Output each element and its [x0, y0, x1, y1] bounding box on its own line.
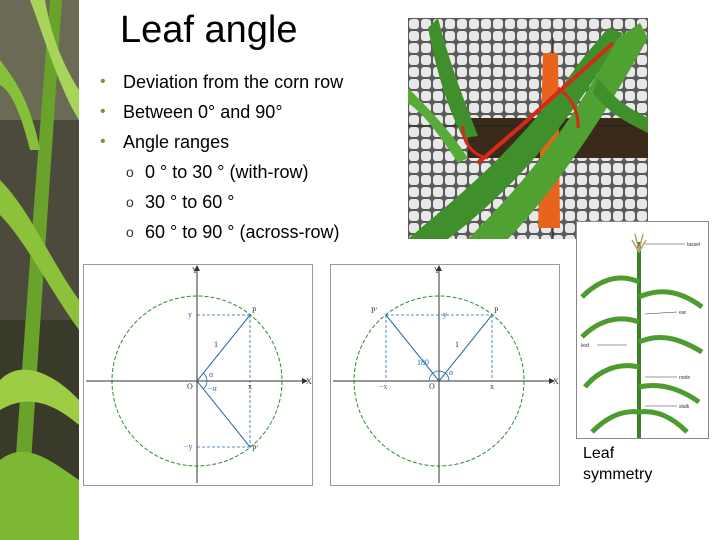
label-one: 1 — [455, 340, 459, 349]
label-origin: O — [429, 382, 435, 391]
label-p: P — [494, 306, 499, 315]
x-axis-arrow-icon — [302, 378, 308, 384]
label-origin: O — [187, 382, 193, 391]
label-p-prime: P' — [371, 306, 377, 315]
bullet-item: •Between 0° and 90° — [100, 102, 283, 122]
y-axis-arrow-icon — [194, 265, 200, 271]
photo-caption: Leaf symmetry — [583, 443, 652, 485]
unit-circle-svg-1: P P' y −y O x X Y 1 α −α — [86, 265, 312, 483]
label-x: x — [248, 382, 252, 391]
corn-plant-photo: tassel ear leaf node stalk — [576, 221, 709, 439]
plant-label-tassel: tassel — [687, 242, 700, 248]
angle-arc-neg — [202, 380, 208, 390]
label-y-axis: Y — [434, 266, 440, 275]
angle-arc-180 — [428, 370, 446, 382]
plant-label-leaf: leaf — [581, 343, 590, 349]
radius-to-p-prime — [196, 380, 251, 448]
plant-label-ear: ear — [679, 310, 687, 316]
radius-to-p — [438, 314, 493, 382]
unit-circle-svg-2: P P' y O x −x X Y 1 α 180 — [333, 265, 559, 483]
circle-bullet-icon: o — [126, 194, 134, 210]
label-neg-x: −x — [379, 382, 388, 391]
bullet-dot-icon: • — [100, 73, 106, 90]
label-y-axis: Y — [192, 266, 198, 275]
unit-circle-diagram-2: P P' y O x −x X Y 1 α 180 — [330, 264, 560, 486]
caption-line-1: Leaf — [583, 445, 615, 462]
radius-to-p-prime — [385, 314, 440, 382]
bullet-list: •Deviation from the corn row •Between 0°… — [100, 70, 343, 250]
angle-arc — [444, 372, 450, 382]
circle-bullet-icon: o — [126, 164, 134, 180]
caption-line-2: symmetry — [583, 466, 653, 483]
radius-to-p — [196, 314, 251, 382]
plant-label-stalk: stalk — [679, 404, 690, 410]
bullet-item: •Angle ranges — [100, 132, 230, 152]
bullet-dot-icon: • — [100, 103, 106, 120]
label-x: x — [490, 382, 494, 391]
circle-bullet-icon: o — [126, 224, 134, 240]
label-alpha: α — [449, 368, 454, 377]
slide-title: Leaf angle — [120, 9, 298, 51]
label-180: 180 — [417, 358, 429, 367]
corn-plant-photo-strip — [0, 0, 79, 540]
label-neg-alpha: −α — [208, 384, 218, 393]
leaf-angle-photo — [408, 18, 648, 239]
label-x-axis: X — [306, 377, 312, 386]
x-axis-arrow-icon — [549, 378, 555, 384]
label-y: y — [188, 310, 192, 319]
plant-label-node: node — [679, 375, 690, 381]
label-x-axis: X — [553, 377, 559, 386]
bullet-item: •Deviation from the corn row — [100, 72, 344, 92]
label-one: 1 — [214, 340, 218, 349]
bullet-dot-icon: • — [100, 133, 106, 150]
label-alpha: α — [209, 370, 214, 379]
angle-arc — [202, 372, 208, 382]
y-axis-arrow-icon — [436, 265, 442, 271]
label-y: y — [443, 310, 447, 319]
label-p: P — [252, 306, 257, 315]
label-neg-y: −y — [184, 442, 193, 451]
label-p-prime: P' — [252, 444, 258, 453]
unit-circle-diagram-1: P P' y −y O x X Y 1 α −α — [83, 264, 313, 486]
